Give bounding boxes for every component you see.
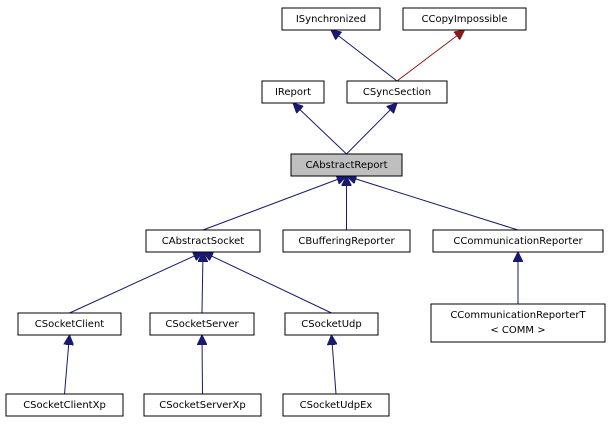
- inheritance-arrow: [396, 30, 465, 82]
- node-label: IReport: [275, 87, 311, 98]
- edge-csyncsection-to-ccopyimpossible: [396, 30, 465, 82]
- edge-csocketudp-to-cabstractsocket: [203, 252, 332, 314]
- edge-csyncsection-to-isynchronized: [331, 30, 398, 82]
- inheritance-arrow: [202, 252, 203, 314]
- edges: [65, 30, 519, 395]
- inheritance-arrow: [203, 252, 332, 314]
- node-csyncsection[interactable]: CSyncSection: [346, 80, 448, 104]
- node-csocketclientxp[interactable]: CSocketClientXp: [5, 393, 124, 417]
- node-label: CSocketServer: [165, 319, 239, 330]
- node-isynchronized[interactable]: ISynchronized: [281, 7, 381, 31]
- edge-ccommunicationreporter-to-cabstractreport: [347, 176, 519, 231]
- node-label: CSocketUdpEx: [300, 400, 373, 411]
- node-label: CBufferingReporter: [298, 236, 395, 247]
- inheritance-arrow: [332, 335, 337, 395]
- node-label: ISynchronized: [296, 14, 366, 25]
- edge-cabstractsocket-to-cabstractreport: [202, 176, 347, 231]
- inheritance-arrow: [65, 335, 70, 395]
- edge-csocketclient-to-cabstractsocket: [69, 252, 204, 314]
- node-label: CSocketServerXp: [159, 400, 245, 411]
- edge-cabstractreport-to-ireport: [293, 103, 347, 155]
- inheritance-arrow: [346, 103, 398, 155]
- node-label: CAbstractReport: [305, 160, 387, 171]
- edge-csocketudpex-to-csocketudp: [332, 335, 337, 395]
- node-label: CSocketClientXp: [23, 400, 106, 411]
- node-label-line1: CCommunicationReporterT: [450, 310, 586, 321]
- edge-csocketclientxp-to-csocketclient: [65, 335, 70, 395]
- node-csocketclient[interactable]: CSocketClient: [17, 312, 122, 336]
- node-cbufferingreporter[interactable]: CBufferingReporter: [282, 229, 411, 253]
- node-csocketserverxp[interactable]: CSocketServerXp: [143, 393, 262, 417]
- node-csocketudp[interactable]: CSocketUdp: [284, 312, 379, 336]
- edge-cabstractreport-to-csyncsection: [346, 103, 398, 155]
- node-label: CSyncSection: [363, 87, 431, 98]
- node-label: CCommunicationReporter: [453, 236, 583, 247]
- inheritance-arrow: [347, 176, 519, 231]
- node-ccommunicationreportert[interactable]: CCommunicationReporterT < COMM >: [430, 303, 606, 343]
- node-label: CCopyImpossible: [422, 14, 508, 25]
- inheritance-arrow: [293, 103, 347, 155]
- node-ireport[interactable]: IReport: [261, 80, 325, 104]
- node-label: CSocketUdp: [301, 319, 361, 330]
- node-label: CAbstractSocket: [162, 236, 245, 247]
- inheritance-arrow: [331, 30, 398, 82]
- node-cabstractsocket[interactable]: CAbstractSocket: [145, 229, 261, 253]
- node-ccommunicationreporter[interactable]: CCommunicationReporter: [432, 229, 604, 253]
- edge-csocketserverxp-to-csocketserver: [202, 335, 203, 395]
- inheritance-arrow: [202, 176, 347, 231]
- edge-csocketserver-to-cabstractsocket: [202, 252, 203, 314]
- node-label-line2: < COMM >: [490, 325, 545, 336]
- inheritance-arrow: [69, 252, 204, 314]
- node-cabstractreport[interactable]: CAbstractReport: [290, 153, 403, 177]
- node-label: CSocketClient: [35, 319, 104, 330]
- node-ccopyimpossible[interactable]: CCopyImpossible: [402, 7, 527, 31]
- node-csocketserver[interactable]: CSocketServer: [149, 312, 255, 336]
- nodes: ISynchronized CCopyImpossible IReport CS…: [5, 7, 606, 417]
- node-csocketudpex[interactable]: CSocketUdpEx: [282, 393, 390, 417]
- inheritance-arrow: [202, 335, 203, 395]
